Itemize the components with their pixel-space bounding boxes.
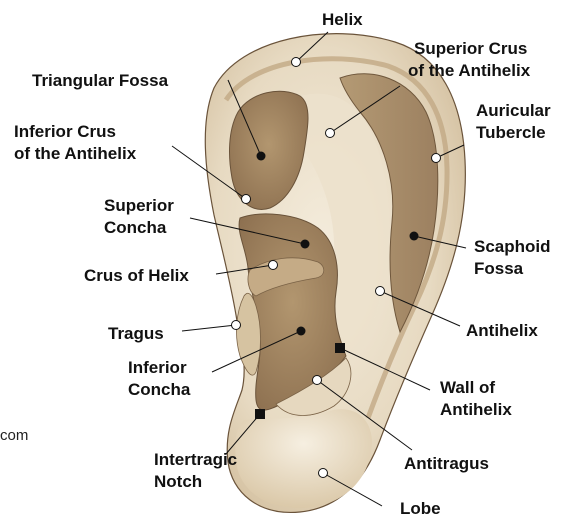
label-scaphoid-fossa-line2: Fossa <box>474 259 524 278</box>
marker-superior-concha <box>301 240 310 249</box>
lobe-shape <box>235 409 372 508</box>
label-intertragic-notch-line1: Intertragic <box>154 450 237 469</box>
label-inferior-crus-line1: Inferior Crus <box>14 122 116 141</box>
marker-intertragic-notch <box>255 409 265 419</box>
label-inferior-concha-line2: Concha <box>128 380 191 399</box>
marker-lobe <box>319 469 328 478</box>
label-superior-concha-line2: Concha <box>104 218 167 237</box>
label-inferior-crus-line2: of the Antihelix <box>14 144 137 163</box>
label-intertragic-notch-line2: Notch <box>154 472 202 491</box>
leader-tragus <box>182 325 236 331</box>
label-superior-crus-line2: of the Antihelix <box>408 61 531 80</box>
watermark-text: com <box>0 427 28 444</box>
marker-inferior-crus <box>242 195 251 204</box>
marker-antitragus <box>313 376 322 385</box>
label-lobe: Lobe <box>400 499 441 518</box>
marker-helix <box>292 58 301 67</box>
label-helix: Helix <box>322 10 363 29</box>
label-antihelix: Antihelix <box>466 321 538 340</box>
label-wall-of-antihelix-line1: Wall of <box>440 378 495 397</box>
label-scaphoid-fossa-line1: Scaphoid <box>474 237 551 256</box>
label-auricular-tubercle-line2: Tubercle <box>476 123 546 142</box>
marker-inferior-concha <box>297 327 306 336</box>
marker-tragus <box>232 321 241 330</box>
label-inferior-concha-line1: Inferior <box>128 358 187 377</box>
label-superior-concha-line1: Superior <box>104 196 174 215</box>
label-tragus: Tragus <box>108 324 164 343</box>
marker-triangular-fossa <box>257 152 266 161</box>
label-superior-crus-line1: Superior Crus <box>414 39 527 58</box>
label-auricular-tubercle-line1: Auricular <box>476 101 551 120</box>
label-triangular-fossa: Triangular Fossa <box>32 71 169 90</box>
marker-auricular-tubercle <box>432 154 441 163</box>
label-antitragus: Antitragus <box>404 454 489 473</box>
marker-scaphoid-fossa <box>410 232 419 241</box>
marker-antihelix <box>376 287 385 296</box>
marker-crus-of-helix <box>269 261 278 270</box>
marker-wall-of-antihelix <box>335 343 345 353</box>
label-crus-of-helix: Crus of Helix <box>84 266 189 285</box>
marker-superior-crus <box>326 129 335 138</box>
label-wall-of-antihelix-line2: Antihelix <box>440 400 512 419</box>
